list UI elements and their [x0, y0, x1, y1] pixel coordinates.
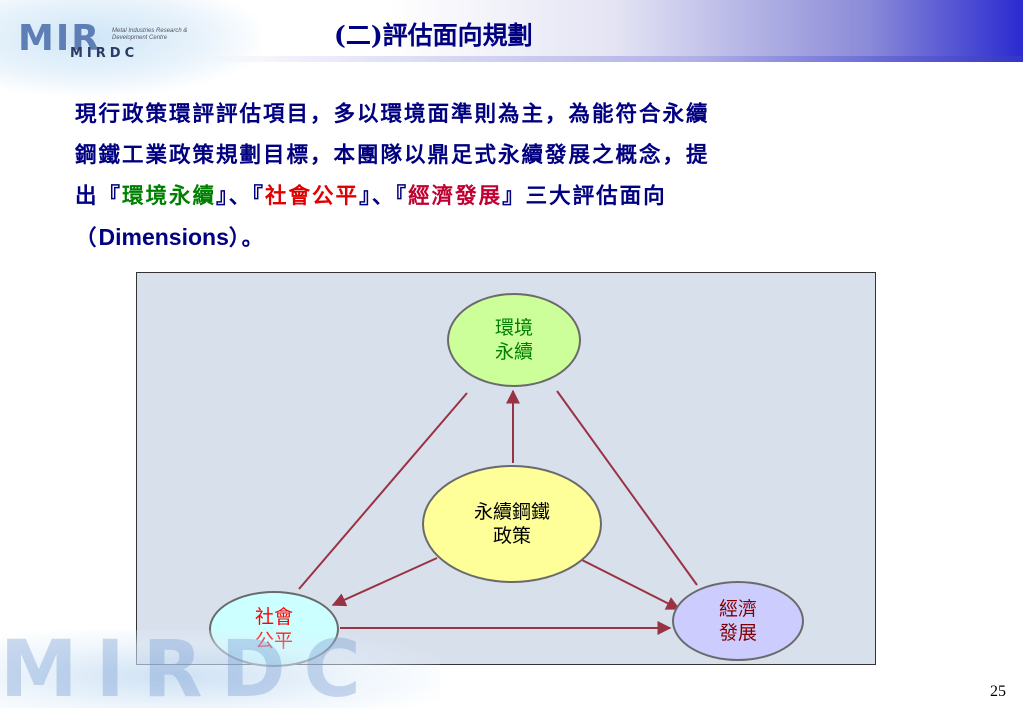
- dimension-env-text: 環境永續: [122, 184, 217, 209]
- body-line-2: 鋼鐵工業政策規劃目標，本團隊以鼎足式永續發展之概念，提: [75, 143, 710, 168]
- page-number: 25: [990, 683, 1006, 700]
- logo-mark: MIR: [18, 18, 101, 59]
- header-underline: [200, 56, 1023, 62]
- node-center-line1: 永續鋼鐵: [473, 501, 550, 523]
- arrow-center-social: [331, 557, 438, 607]
- node-environment: 環境 永續: [447, 293, 581, 387]
- logo-wordmark: MIRDC: [70, 46, 139, 61]
- edge-env-econ: [556, 390, 698, 586]
- edge-env-social: [298, 392, 468, 590]
- body-line-3: 出『環境永續』、『社會公平』、『經濟發展』三大評估面向: [75, 176, 955, 217]
- slide-title: (二)評估面向規劃: [334, 21, 533, 50]
- node-econ-line2: 發展: [718, 622, 757, 644]
- dimensions-term: Dimensions: [98, 224, 229, 250]
- body-line-4-close: ）。: [228, 226, 266, 251]
- dimension-social-text: 社會公平: [265, 184, 360, 209]
- node-sustainable-steel-policy: 永續鋼鐵 政策: [422, 465, 602, 583]
- body-line-3-sep1: 』、『: [216, 184, 266, 209]
- dimension-econ-text: 經濟發展: [408, 184, 503, 209]
- diagram-panel: 環境 永續 永續鋼鐵 政策 社會 公平 經濟 發展: [136, 272, 876, 667]
- node-econ-line1: 經濟: [718, 598, 757, 620]
- body-line-4-open: （: [75, 226, 99, 251]
- node-center-line2: 政策: [492, 525, 531, 547]
- node-social-line1: 社會: [254, 606, 293, 628]
- body-line-1: 現行政策環評評估項目，多以環境面準則為主，為能符合永續: [75, 102, 710, 127]
- body-line-4: （Dimensions）。: [75, 217, 955, 259]
- logo-tagline: Metal Industries Research & Development …: [112, 28, 188, 41]
- body-paragraph: 現行政策環評評估項目，多以環境面準則為主，為能符合永續 鋼鐵工業政策規劃目標，本…: [75, 94, 955, 259]
- node-environment-line1: 環境: [494, 317, 533, 339]
- node-economic-development: 經濟 發展: [672, 581, 804, 661]
- footer-watermark: MIRDC: [0, 625, 379, 708]
- arrow-center-econ: [581, 559, 681, 610]
- body-line-3-pre: 出『: [75, 184, 123, 209]
- node-environment-line2: 永續: [494, 341, 533, 363]
- footer-watermark-glow: [0, 630, 440, 708]
- body-line-3-sep2: 』、『: [359, 184, 409, 209]
- logo-glow: [0, 0, 260, 95]
- connector-lines: [298, 389, 698, 635]
- body-line-3-post: 』三大評估面向: [502, 184, 667, 209]
